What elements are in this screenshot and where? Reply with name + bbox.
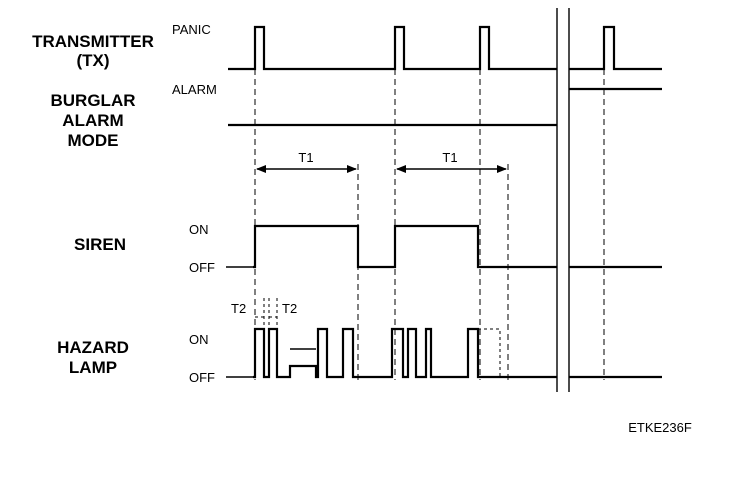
transmitter-label-line2: (TX): [76, 51, 109, 70]
t2-label-left: T2: [231, 301, 246, 316]
siren-on-label: ON: [189, 222, 209, 237]
siren-waveform: [253, 224, 557, 269]
figure-code: ETKE236F: [628, 420, 692, 435]
siren-off-label: OFF: [189, 260, 215, 275]
alarm-state-label: ALARM: [172, 82, 217, 97]
burglar-label-line1: BURGLAR: [51, 91, 136, 110]
t1-label-2: T1: [442, 150, 457, 165]
hazard-dashed-pulse: [478, 328, 501, 377]
t1-label-1: T1: [298, 150, 313, 165]
hazard-off-label: OFF: [189, 370, 215, 385]
burglar-label-line3: MODE: [68, 131, 119, 150]
hazard-on-label: ON: [189, 332, 209, 347]
burglar-label-line2: ALARM: [62, 111, 123, 130]
hazard-label-line1: HAZARD: [57, 338, 129, 357]
t2-label-right: T2: [282, 301, 297, 316]
transmitter-waveform-after-break: [569, 25, 662, 71]
panic-state-label: PANIC: [172, 22, 211, 37]
transmitter-label-line1: TRANSMITTER: [32, 32, 154, 51]
transmitter-waveform: [228, 25, 557, 71]
siren-label: SIREN: [74, 235, 126, 254]
hazard-label-line2: LAMP: [69, 358, 117, 377]
hazard-waveform: [253, 327, 557, 379]
